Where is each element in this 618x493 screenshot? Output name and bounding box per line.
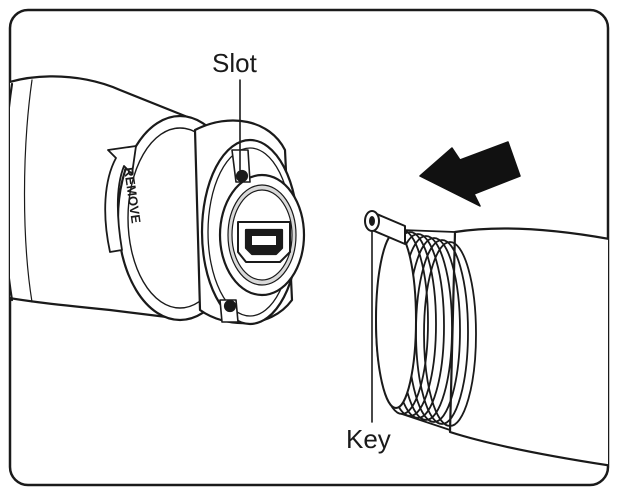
slot-label: Slot <box>212 48 258 78</box>
remove-arrow-icon <box>104 145 137 253</box>
right-connector <box>364 210 608 472</box>
left-connector <box>10 75 306 326</box>
arrow-left-icon <box>419 141 521 207</box>
cable-body <box>448 227 608 472</box>
key-label: Key <box>346 424 391 454</box>
plug-face <box>375 231 417 409</box>
slot-bottom-dot <box>223 299 237 313</box>
slot-top-dot <box>235 169 249 183</box>
